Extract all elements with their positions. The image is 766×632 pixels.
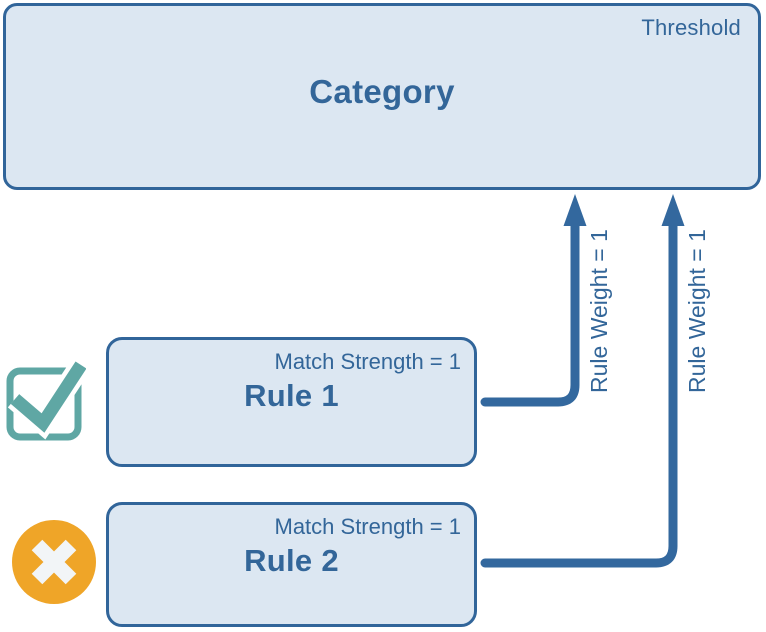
category-box: Threshold Category — [3, 3, 761, 190]
rule2-match-strength-label: Match Strength = 1 — [274, 514, 462, 539]
rule1-title: Rule 1 — [244, 378, 339, 413]
rule1-weight-label: Rule Weight = 1 — [586, 229, 612, 393]
threshold-label: Threshold — [641, 15, 741, 40]
rule2-arrow — [480, 194, 685, 568]
category-title: Category — [309, 72, 455, 110]
rule1-match-strength-label: Match Strength = 1 — [274, 349, 462, 374]
circle-x-icon — [12, 520, 96, 604]
rule2-weight-label: Rule Weight = 1 — [684, 229, 710, 393]
checkbox-checked-icon — [6, 358, 86, 441]
rule2-box: Match Strength = 1 Rule 2 — [106, 502, 477, 627]
rule1-arrow — [480, 194, 587, 407]
rule2-title: Rule 2 — [244, 543, 339, 578]
rule1-box: Match Strength = 1 Rule 1 — [106, 337, 477, 467]
